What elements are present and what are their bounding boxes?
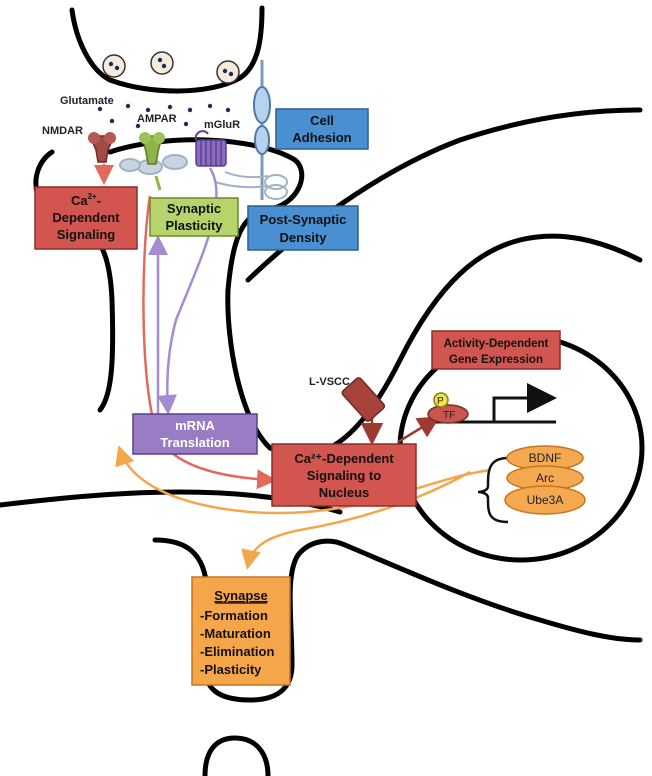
activity-gene-line1: Activity-Dependent [444, 338, 549, 350]
ampar-label: AMPAR [137, 113, 177, 125]
ca-signaling-line1: Ca2+- [71, 192, 101, 208]
nmdar-receptor [88, 132, 116, 163]
cell-adhesion-line2: Adhesion [292, 130, 351, 145]
synaptic-plasticity-line1: Synaptic [167, 201, 221, 216]
bottom-bouton-membrane [202, 735, 271, 776]
gene-list: BDNF Arc Ube3A [504, 445, 586, 515]
mglur-receptor [194, 130, 227, 167]
nmdar-label: NMDAR [42, 125, 83, 137]
vesicle [216, 60, 240, 84]
ampar-trafficking-arrow [154, 175, 162, 191]
lvscc-label: L-VSCC [309, 376, 350, 388]
glutamate-label: Glutamate [60, 95, 114, 107]
gene-brace [477, 456, 509, 524]
activity-gene-box: Activity-Dependent Gene Expression [431, 330, 561, 370]
vesicle [150, 51, 174, 75]
phosphate-circle [433, 392, 449, 408]
tf-label: TF [443, 410, 455, 421]
ca-nucleus-line1: Ca²⁺-Dependent [294, 451, 394, 466]
synapse-item: -Formation [200, 608, 268, 623]
ca-signaling-box: Ca2+- Dependent Signaling [34, 186, 138, 250]
vesicles [102, 51, 240, 84]
mrna-translation-box: mRNA Translation [132, 413, 258, 455]
ca-to-tf-arrow [397, 416, 441, 444]
mglur-label: mGluR [204, 119, 240, 131]
gene-label: Arc [536, 471, 554, 485]
synaptic-plasticity-line2: Plasticity [165, 218, 223, 233]
phosphate-label: P [437, 396, 444, 407]
gene-label: BDNF [529, 451, 562, 465]
mrna-line2: Translation [160, 435, 229, 450]
ca-signaling-ca: Ca [71, 193, 88, 208]
mrna-line1: mRNA [175, 418, 215, 433]
lvscc-channel [341, 377, 386, 422]
synapse-title: Synapse [214, 588, 267, 603]
ca-nucleus-line2: Signaling to [307, 468, 381, 483]
genes-to-spine-arrow [115, 445, 491, 515]
promoter: TF P [427, 383, 557, 424]
cell-adhesion-box: Cell Adhesion [275, 108, 369, 150]
presynaptic-membrane [69, 5, 265, 94]
tf-oval [427, 404, 469, 424]
synaptic-plasticity-box: Synaptic Plasticity [149, 197, 239, 237]
ca-signaling-line2: Dependent [52, 210, 120, 225]
synapse-box: Synapse -Formation -Maturation -Eliminat… [191, 576, 291, 686]
genes-to-synapse-arrow [241, 470, 471, 570]
psd-line2: Density [280, 230, 328, 245]
ca-signaling-dash: - [97, 193, 101, 208]
synapse-item: -Plasticity [200, 662, 262, 677]
gene-oval: BDNF [506, 445, 584, 471]
gene-oval: Ube3A [504, 485, 586, 515]
psd-line1: Post-Synaptic [260, 212, 347, 227]
ca-nucleus-line3: Nucleus [319, 485, 370, 500]
ca-signaling-line3: Signaling [57, 227, 116, 242]
psd-box: Post-Synaptic Density [247, 205, 359, 251]
glutamate-molecules [97, 103, 231, 129]
cell-adhesion-molecule [253, 60, 271, 200]
transcription-start-arrow [492, 383, 557, 422]
gene-label: Ube3A [527, 493, 564, 507]
synapse-item: -Elimination [200, 644, 274, 659]
ca-nucleus-box: Ca²⁺-Dependent Signaling to Nucleus [271, 443, 417, 507]
vesicle [102, 54, 126, 78]
lower-right-membrane [342, 542, 643, 643]
ampar-receptor [139, 132, 165, 165]
synapse-item: -Maturation [200, 626, 271, 641]
cell-adhesion-line1: Cell [310, 113, 334, 128]
activity-gene-line2: Gene Expression [449, 354, 543, 366]
ca-signaling-superscript: 2+ [88, 192, 97, 201]
